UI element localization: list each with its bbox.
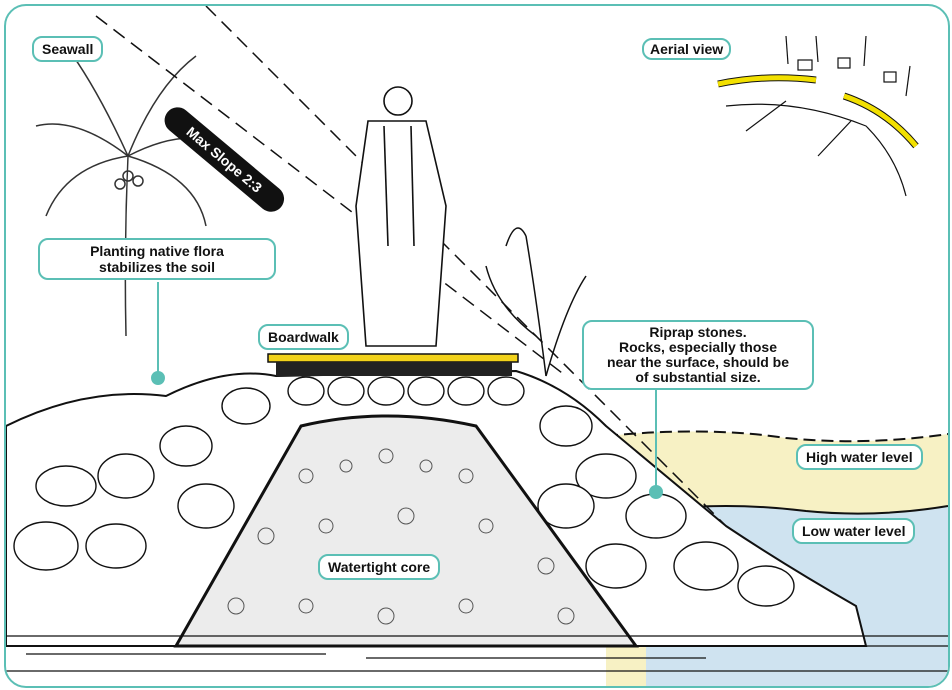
planting-label-line2: stabilizes the soil — [48, 259, 266, 275]
planting-label-line1: Planting native flora — [48, 243, 266, 259]
person-icon — [356, 87, 446, 346]
palm-tree-icon — [36, 46, 226, 336]
boardwalk-deck — [268, 354, 518, 362]
arrow-icon — [818, 121, 851, 156]
riprap-marker — [649, 485, 663, 499]
aerial-view-label: Aerial view — [642, 38, 731, 60]
diagram-frame: Seawall Aerial view Max Slope 2:3 Planti… — [4, 4, 950, 688]
high-water-label: High water level — [796, 444, 923, 470]
riprap-label: Riprap stones. Rocks, especially those n… — [582, 320, 814, 390]
seawall-label: Seawall — [32, 36, 103, 62]
riprap-label-line3: near the surface, should be — [592, 355, 804, 370]
low-water-label: Low water level — [792, 518, 915, 544]
boardwalk-label: Boardwalk — [258, 324, 349, 350]
arrow-icon — [746, 101, 786, 131]
planting-label: Planting native flora stabilizes the soi… — [38, 238, 276, 280]
riprap-label-line2: Rocks, especially those — [592, 340, 804, 355]
watertight-core-label: Watertight core — [318, 554, 440, 580]
riprap-label-line4: of substantial size. — [592, 370, 804, 385]
planting-marker — [151, 371, 165, 385]
aerial-view-drawing — [718, 36, 916, 196]
riprap-label-line1: Riprap stones. — [592, 325, 804, 340]
